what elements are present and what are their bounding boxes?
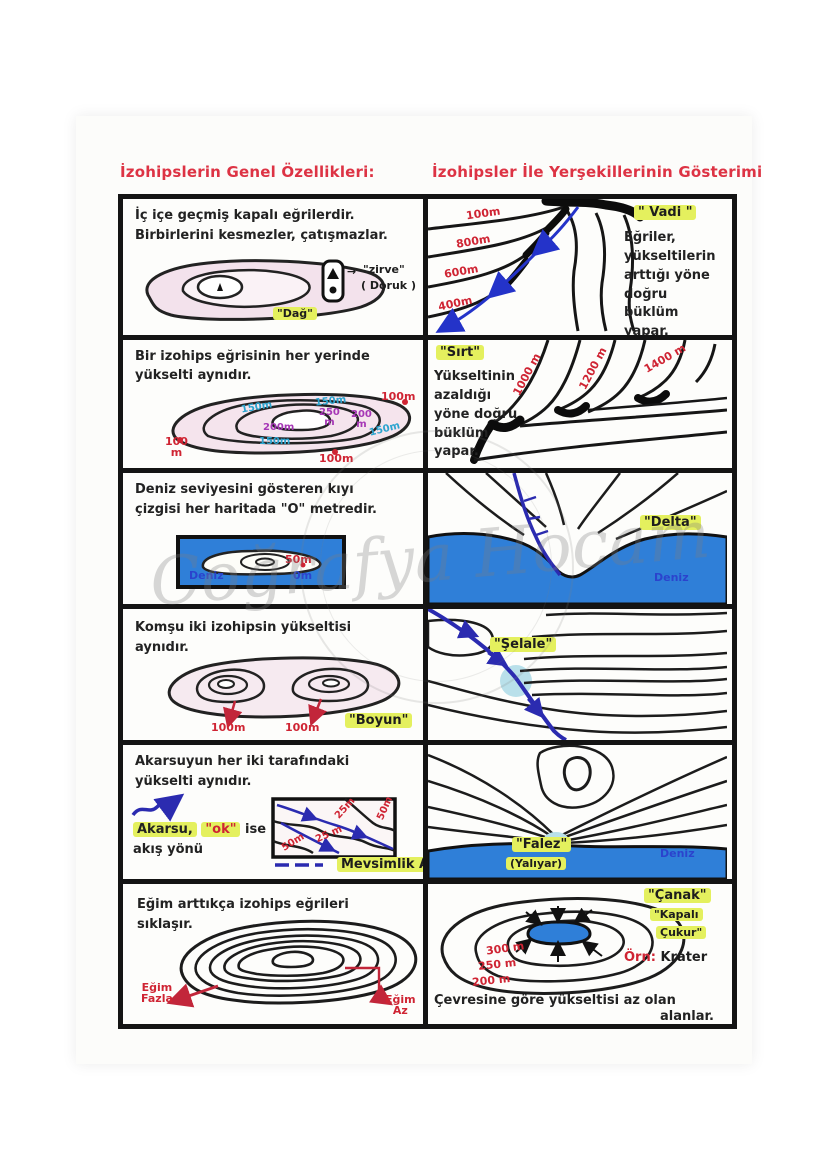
header-right-title: İzohipsler İle Yerşekillerinin Gösterimi [432, 163, 763, 181]
sirt-contour-drawing [470, 340, 727, 464]
orn-krater: Örn: Krater [624, 950, 708, 965]
kiyi-drawing [176, 535, 346, 589]
falez-label: "Falez" [512, 837, 572, 852]
ise-label: ise [240, 822, 267, 837]
izohips-table: İç içe geçmiş kapalı eğrilerdir. Birbirl… [118, 194, 737, 1029]
zirve-label: "zirve" [363, 263, 405, 276]
rule-text-line1: Komşu iki izohipsin yükseltisi [135, 620, 352, 635]
elev-200m: 200m [263, 422, 295, 433]
mevsimlik-label: Mevsimlik A. [337, 857, 423, 872]
elev-100m-left: 100 [165, 435, 188, 448]
dag-contour-drawing [145, 259, 386, 321]
rule-text-line2: aynıdır. [135, 640, 189, 655]
rule-text-line1: İç içe geçmiş kapalı eğrilerdir. [135, 208, 355, 223]
cell-canak: "Çanak" "Kapalı Çukur" Örn: Krater 300 m… [428, 884, 727, 1024]
table-row: Komşu iki izohipsin yükseltisi aynıdır. … [123, 609, 732, 745]
header-left-title: İzohipslerin Genel Özellikleri: [120, 163, 375, 181]
akis-yonu-label: akış yönü [133, 842, 204, 857]
cell-kapali-egriler: İç içe geçmiş kapalı eğrilerdir. Birbirl… [123, 199, 428, 335]
deniz-label: Deniz [654, 571, 689, 584]
cell-selale: "Şelale" [428, 609, 727, 740]
cell-vadi: " Vadi " Eğriler, yükseltilerin arttığı … [428, 199, 727, 335]
elev-100m-right: 100m [381, 390, 416, 403]
table-row: Bir izohips eğrisinin her yerinde yüksel… [123, 340, 732, 473]
delta-drawing [428, 473, 727, 604]
yaliyar-label: (Yalıyar) [506, 857, 566, 870]
table-row: İç içe geçmiş kapalı eğrilerdir. Birbirl… [123, 199, 732, 340]
elev-100m: 100m [285, 721, 320, 734]
table-row: Akarsuyun her iki tarafındaki yükselti a… [123, 745, 732, 884]
elev-50m: 50m [285, 553, 312, 566]
akarsu-label: Akarsu, [133, 822, 197, 837]
egim-rings-drawing [166, 919, 418, 1008]
canak-label: "Çanak" [644, 888, 711, 903]
cell-yukselti-ayni: Bir izohips eğrisinin her yerinde yüksel… [123, 340, 428, 468]
vadi-contour-drawing [428, 199, 645, 333]
canak-bottom-text: Çevresine göre yükseltisi az olan [434, 993, 676, 1008]
deniz-label: Deniz [189, 569, 224, 582]
selale-drawing [428, 609, 727, 740]
cukur-label: Çukur" [656, 926, 707, 939]
rule-text-line2: sıklaşır. [137, 917, 193, 932]
elev-100m: 100m [211, 721, 246, 734]
doruk-label: ( Doruk ) [361, 279, 416, 292]
cell-boyun: Komşu iki izohipsin yükseltisi aynıdır. … [123, 609, 428, 740]
elev-250m: 250 [319, 407, 340, 418]
cell-sirt: "Sırt" Yükseltinin azaldığı yöne doğru b… [428, 340, 727, 468]
cell-delta: "Delta" Deniz [428, 473, 727, 604]
sirt-text: Yükseltinin azaldığı yöne doğru büklüm y… [434, 369, 518, 460]
kapali-label: "Kapalı [650, 908, 703, 921]
vadi-text: Eğriler, yükseltilerin arttığı yöne doğr… [624, 230, 716, 335]
akarsu-drawing [131, 793, 397, 867]
rule-text-line2: Birbirlerini kesmezler, çatışmazlar. [135, 228, 388, 243]
selale-label: "Şelale" [490, 637, 557, 652]
canak-bottom-text2: alanlar. [660, 1009, 714, 1024]
rule-text-line1: Akarsuyun her iki tarafındaki [135, 754, 350, 769]
dag-label: "Dağ" [273, 307, 317, 320]
egim-az-label: Eğim [385, 993, 416, 1006]
cell-falez: "Falez" (Yalıyar) Deniz [428, 745, 727, 879]
cell-akarsu: Akarsuyun her iki tarafındaki yükselti a… [123, 745, 428, 879]
cell-egim: Eğim arttıkça izohips eğrileri sıklaşır.… [123, 884, 428, 1024]
rule-text-line1: Bir izohips eğrisinin her yerinde yüksel… [135, 349, 370, 383]
izohips-rings-drawing [171, 392, 412, 455]
falez-drawing [428, 745, 727, 879]
elev-100m-bottom: 100m [319, 452, 354, 465]
table-row: Eğim arttıkça izohips eğrileri sıklaşır.… [123, 884, 732, 1024]
rule-text-line2: çizgisi her haritada "O" metredir. [135, 502, 377, 517]
vadi-label: " Vadi " [634, 205, 697, 220]
canak-drawing [440, 897, 686, 995]
elev-150m: 150m [259, 436, 291, 447]
elev-0m: 0m [293, 569, 313, 582]
cell-kiyi-cizgisi: Deniz seviyesini gösteren kıyı çizgisi h… [123, 473, 428, 604]
elev-200m: 200 [351, 409, 372, 420]
egim-fazla-label: Eğim [141, 981, 173, 994]
boyun-drawing [167, 656, 401, 729]
rule-text-line2: yükselti aynıdır. [135, 774, 252, 789]
boyun-label: "Boyun" [345, 713, 413, 728]
deniz-label: Deniz [660, 847, 695, 860]
sirt-label: "Sırt" [436, 345, 484, 360]
rule-text-line1: Eğim arttıkça izohips eğrileri [137, 897, 349, 912]
rule-text-line1: Deniz seviyesini gösteren kıyı [135, 482, 354, 497]
delta-label: "Delta" [640, 515, 701, 530]
ok-label: "ok" [201, 822, 241, 837]
zirve-arrow: → [347, 265, 357, 278]
table-row: Deniz seviyesini gösteren kıyı çizgisi h… [123, 473, 732, 609]
